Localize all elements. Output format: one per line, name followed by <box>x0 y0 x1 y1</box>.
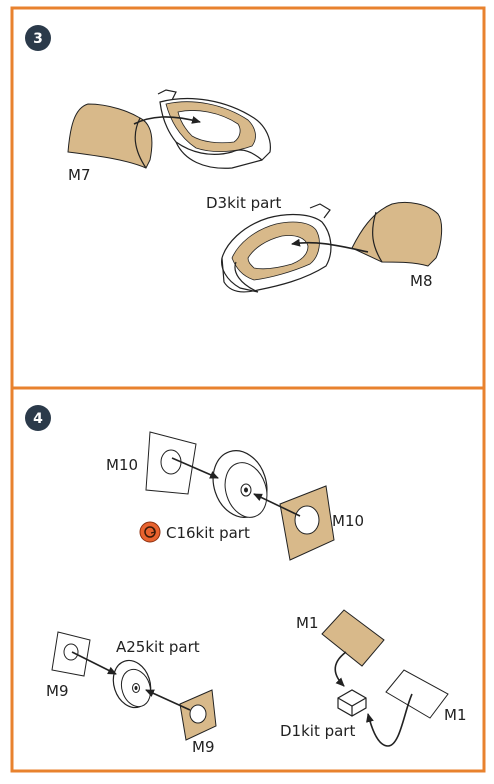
m1-right-label: M1 <box>444 706 467 724</box>
d3-label: D3kit part <box>206 194 281 212</box>
m10-right-label: M10 <box>332 512 364 530</box>
d3-kit-part-upper <box>157 89 271 169</box>
m1-top-arrow <box>334 651 347 687</box>
d1-kit-part <box>337 689 367 717</box>
m8-mask <box>351 201 443 267</box>
m10-right-hole <box>294 505 320 535</box>
step-4: 4 M10 M10 C16kit part M9 A25kit part <box>25 405 467 756</box>
step-3-badge <box>25 25 51 51</box>
step-3-number: 3 <box>33 31 43 47</box>
step-3: 3 M7 D3kit part M8 <box>25 25 443 293</box>
m8-mask-edge <box>372 211 383 263</box>
m7-arrow <box>133 116 201 125</box>
m1-top-label: M1 <box>296 614 319 632</box>
m1-right-mask <box>385 669 449 719</box>
d1-label: D1kit part <box>280 722 355 740</box>
step-4-badge <box>25 405 51 431</box>
c16-label: C16kit part <box>166 524 250 542</box>
m9-left-hole <box>63 643 79 661</box>
m1-top-mask <box>321 609 385 667</box>
m7-mask <box>67 103 153 169</box>
m9-bottom-label: M9 <box>192 738 215 756</box>
m9-left-arrow <box>71 651 117 675</box>
m8-label: M8 <box>410 272 433 290</box>
kit-part-icon <box>139 521 161 543</box>
m10-left-hole <box>160 449 182 475</box>
m1-right-arrow <box>366 693 413 747</box>
m9-left-label: M9 <box>46 682 69 700</box>
step-4-number: 4 <box>33 411 43 427</box>
a25-label: A25kit part <box>116 638 200 656</box>
d3-kit-part-lower <box>221 203 332 293</box>
m9-bottom-hole <box>189 704 207 724</box>
m7-label: M7 <box>68 166 91 184</box>
m8-arrow <box>291 238 369 253</box>
m10-left-arrow <box>171 457 219 479</box>
m9-bottom-arrow <box>145 689 191 711</box>
m10-left-label: M10 <box>106 456 138 474</box>
a25-wheel <box>112 659 152 709</box>
m10-right-arrow <box>253 493 301 517</box>
c16-wheel <box>212 450 268 518</box>
